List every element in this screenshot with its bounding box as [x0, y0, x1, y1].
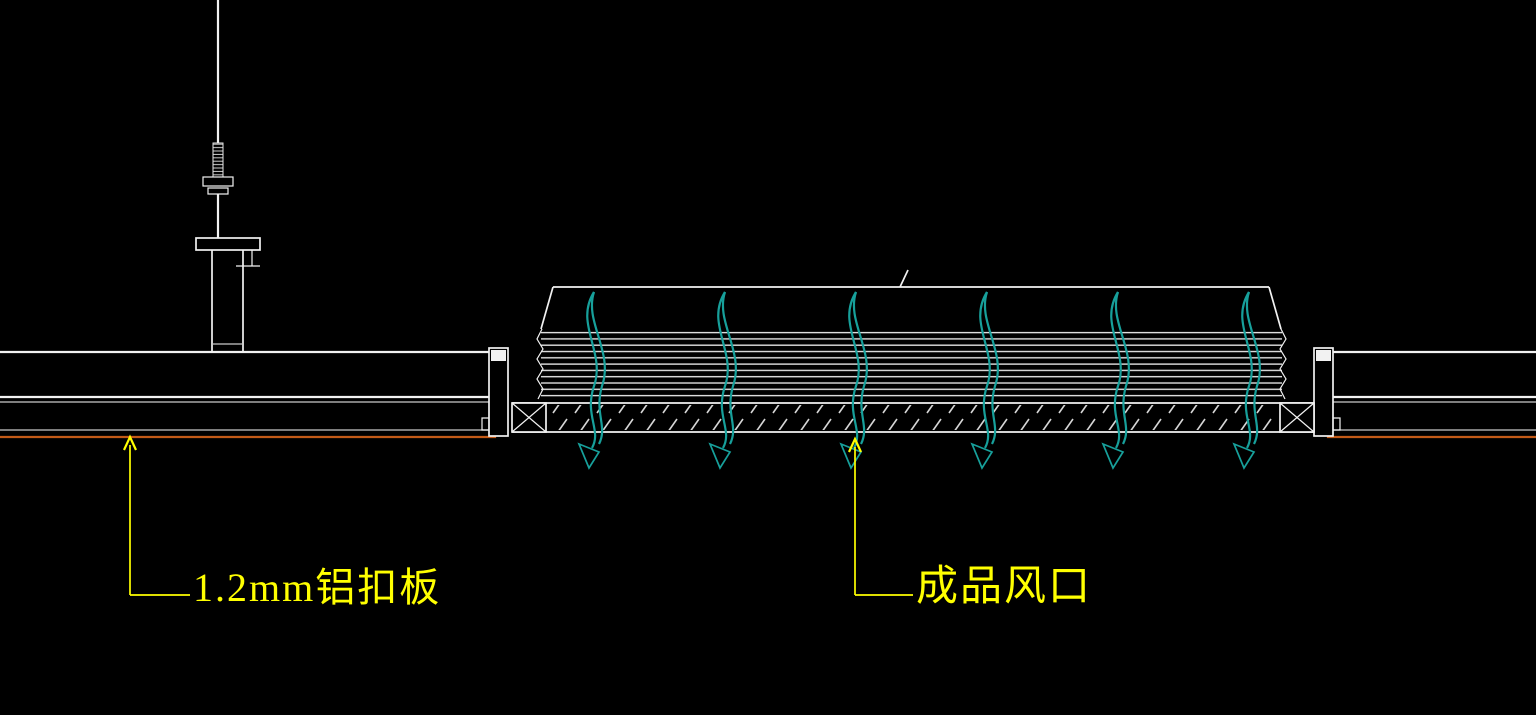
panel-finish-line-orange — [0, 406, 497, 439]
diffuser-end-box-right — [1279, 402, 1315, 433]
ceiling-band-left — [0, 350, 497, 439]
louver-blade-hatch — [548, 405, 1278, 430]
stack-edge-right — [1279, 328, 1287, 400]
duct-break-mark — [899, 269, 909, 288]
panel-edge-trim-left — [481, 347, 509, 437]
hanger-clip-plate — [195, 237, 261, 251]
hanger-rod-thread — [212, 142, 224, 178]
leader-panel — [123, 434, 190, 596]
trim-cap — [1316, 350, 1331, 361]
leader-vent — [848, 436, 913, 596]
trim-post — [1313, 347, 1334, 437]
diffuser-grille-stack — [541, 329, 1282, 399]
hanger-nut — [202, 176, 234, 187]
duct-slant-left — [540, 286, 554, 330]
panel-annotation-label: 1.2mm铝扣板 — [193, 565, 442, 610]
panel-finish-line-orange — [1326, 406, 1536, 439]
hanger-washer — [207, 187, 229, 195]
trim-post — [488, 347, 509, 437]
diffuser-assembly — [511, 269, 1315, 433]
vent-annotation-label: 成品风口 — [916, 564, 1093, 610]
trim-hook — [1333, 417, 1341, 431]
trim-hook — [481, 417, 489, 431]
duct-slant-right — [1268, 286, 1282, 330]
leader-arrow-up-icon — [848, 436, 862, 453]
hanger-assembly — [195, 0, 261, 352]
ceiling-band-right — [1326, 350, 1536, 439]
panel-edge-trim-right — [1313, 347, 1341, 437]
leader-arrow-up-icon — [123, 434, 137, 451]
trim-cap — [491, 350, 506, 361]
diffuser-end-box-left — [511, 402, 547, 433]
stack-edge-left — [536, 328, 544, 400]
